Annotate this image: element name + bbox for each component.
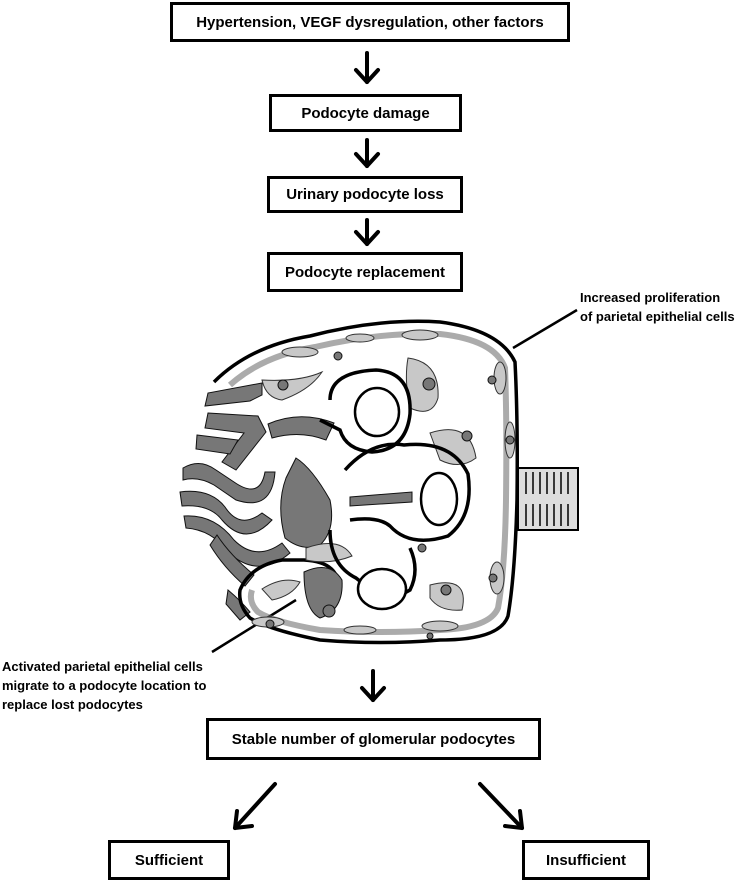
proximal-tubule <box>517 467 579 531</box>
mesangial-region <box>303 567 343 619</box>
stable-number-text: Stable number of glomerular podocytes <box>231 730 516 748</box>
sufficient-text: Sufficient <box>134 851 204 869</box>
proliferation-pointer-line <box>512 308 578 350</box>
arrow-down-2 <box>354 138 380 168</box>
replacement-box: Podocyte replacement <box>267 252 463 292</box>
vascular-pole <box>179 382 413 621</box>
sufficient-box: Sufficient <box>108 840 230 880</box>
insufficient-text: Insufficient <box>545 851 626 869</box>
stable-number-box: Stable number of glomerular podocytes <box>206 718 541 760</box>
replacement-text: Podocyte replacement <box>284 263 446 281</box>
arrow-down-1 <box>354 51 380 84</box>
migration-line-1: Activated parietal epithelial cells <box>2 659 203 674</box>
podocyte-damage-text: Podocyte damage <box>301 104 430 122</box>
migration-annotation: Activated parietal epithelial cells migr… <box>2 657 206 714</box>
migration-pointer-line <box>211 598 297 654</box>
arrow-down-4 <box>360 669 386 702</box>
capillary-lumens <box>353 386 459 611</box>
urinary-loss-text: Urinary podocyte loss <box>286 186 444 203</box>
bowmans-capsule <box>212 319 519 645</box>
proliferation-annotation: Increased proliferation of parietal epit… <box>580 288 735 326</box>
insufficient-box: Insufficient <box>522 840 650 880</box>
arrow-to-sufficient <box>233 782 277 830</box>
migration-line-3: replace lost podocytes <box>2 697 143 712</box>
podocyte-damage-box: Podocyte damage <box>269 94 462 132</box>
urinary-loss-box: Urinary podocyte loss <box>267 176 463 213</box>
proliferation-line-1: Increased proliferation <box>580 290 721 305</box>
factors-text: Hypertension, VEGF dysregulation, other … <box>196 13 544 31</box>
parietal-cells <box>251 329 516 635</box>
arrow-to-insufficient <box>478 782 524 830</box>
arrow-down-3 <box>354 218 380 246</box>
proliferation-line-2: of parietal epithelial cells <box>580 309 735 324</box>
cell-nuclei <box>265 351 515 640</box>
factors-box: Hypertension, VEGF dysregulation, other … <box>170 2 570 42</box>
migration-line-2: migrate to a podocyte location to <box>2 678 207 693</box>
